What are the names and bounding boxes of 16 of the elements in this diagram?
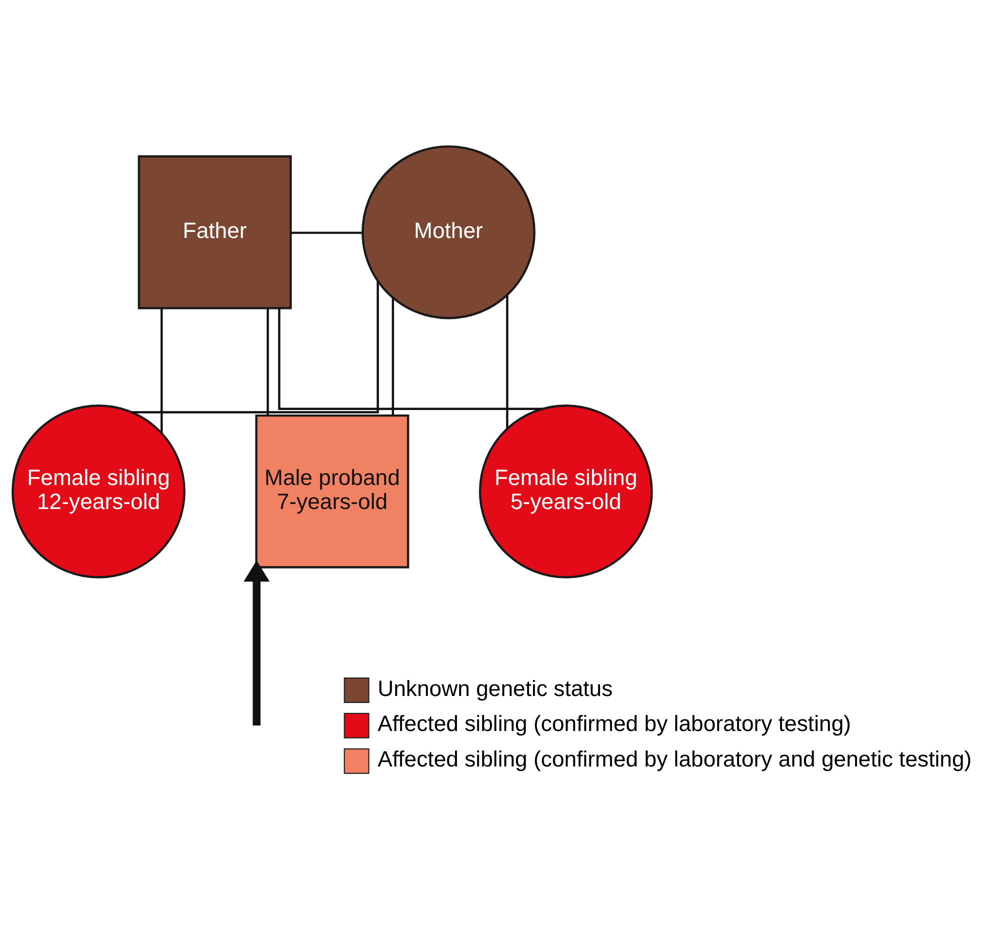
legend-label: Unknown genetic status [378,676,613,701]
node-box: Father [138,155,292,310]
legend-label: Affected sibling (confirmed by laboratory and genetic testing) [378,746,972,772]
node-circle: Female sibling 12-years-old [12,404,186,578]
node-circle: Mother [362,145,536,320]
connector [266,308,269,416]
connector [132,280,379,414]
connector [160,308,163,434]
connector [392,298,394,416]
node-circle: Female sibling 5-years-old [478,404,653,578]
legend-label: Affected sibling (confirmed by laboratory testing) [378,711,852,736]
arrow [244,560,270,726]
connector [278,308,542,410]
connector [506,295,508,428]
node-box: Male proband 7-years-old [255,414,410,568]
connector [290,232,362,234]
